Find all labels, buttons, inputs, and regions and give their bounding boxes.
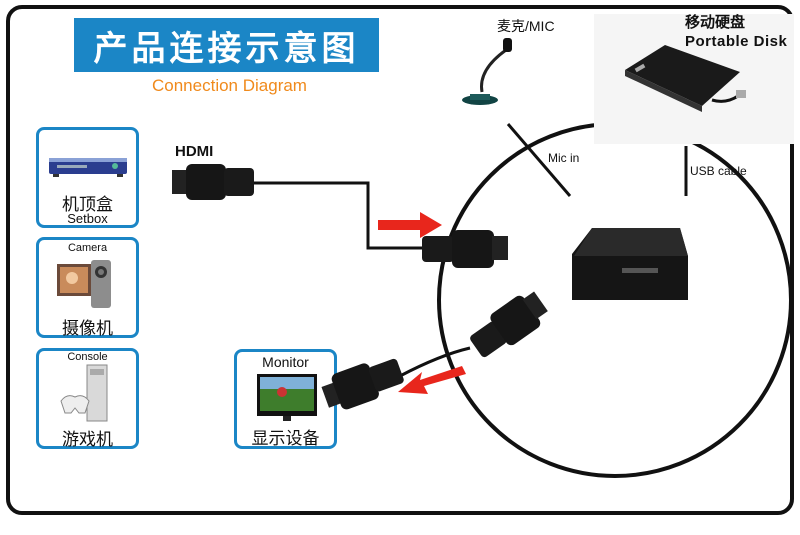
hdmi-plug-output-device [470, 291, 548, 358]
capture-box-device-icon [572, 228, 688, 300]
hdmi-plug-left [172, 164, 254, 200]
page-title: 产品连接示意图 [74, 18, 379, 72]
console-box: Console 游戏机 [36, 348, 139, 450]
hdmi-label: HDMI [175, 143, 214, 160]
disk-label-cn: 移动硬盘 [685, 14, 746, 31]
setbox-icon [49, 158, 127, 177]
hdmi-input-cable [250, 181, 425, 250]
monitor-label-en: Monitor [262, 354, 309, 370]
disk-label-en: Portable Disk [685, 33, 788, 50]
microphone-icon [462, 38, 512, 105]
page-subtitle: Connection Diagram [152, 76, 307, 95]
arrow-output-icon [398, 366, 466, 394]
usb-cable-label: USB cable [690, 164, 747, 178]
camera-label-en: Camera [67, 242, 108, 254]
console-label-cn: 游戏机 [62, 430, 113, 450]
monitor-box: Monitor 显示设备 [234, 349, 337, 449]
console-label-en: Console [67, 351, 108, 363]
console-icon [60, 364, 108, 422]
setbox-label-cn: 机顶盒 [62, 195, 113, 215]
hdmi-plug-right [422, 230, 508, 268]
hdmi-output-cable [399, 346, 471, 378]
mic-in-label: Mic in [548, 151, 580, 165]
camera-label-cn: 摄像机 [62, 319, 113, 339]
setbox-label-en: Setbox [67, 211, 108, 226]
mic-cable [506, 123, 572, 197]
diagram-frame [6, 5, 794, 515]
arrow-input-icon [378, 212, 442, 238]
portable-disk-icon [594, 14, 794, 144]
camera-box: Camera 摄像机 [36, 237, 139, 339]
mic-label: 麦克/MIC [497, 18, 555, 34]
monitor-icon [257, 374, 317, 421]
hdmi-plug-output-monitor [321, 358, 404, 410]
camera-icon [57, 260, 111, 308]
setbox-box: 机顶盒 Setbox [36, 127, 139, 228]
monitor-label-cn: 显示设备 [251, 429, 320, 449]
